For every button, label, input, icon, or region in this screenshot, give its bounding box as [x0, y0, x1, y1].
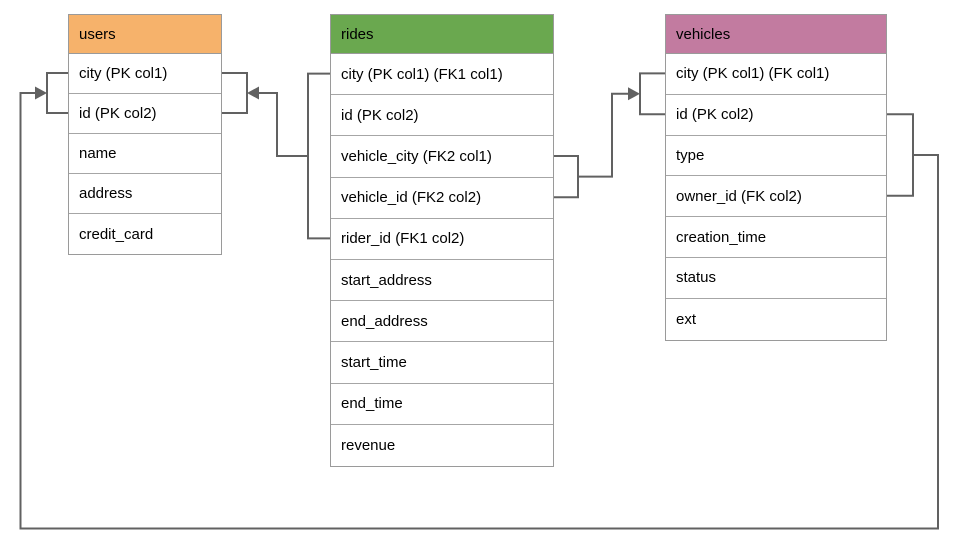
table-row: id (PK col2): [331, 95, 553, 137]
relationship-line-vehicles-users-bracket-vehicles: [887, 113, 914, 197]
table-vehicles-header: vehicles: [666, 15, 886, 54]
arrow-head-icon: [247, 86, 259, 100]
table-row: vehicle_city (FK2 col1): [331, 136, 553, 178]
relationship-line-vehicles-users: [19, 92, 939, 530]
table-row: vehicle_id (FK2 col2): [331, 178, 553, 219]
table-users-header: users: [69, 15, 221, 54]
relationship-line-rides-vehicles-bracket-vehicles: [639, 72, 665, 116]
arrow-head-icon: [628, 87, 640, 101]
relationship-line-rides-users-bracket-rides: [307, 72, 330, 240]
table-rides-header: rides: [331, 15, 553, 54]
relationship-line-rides-vehicles: [578, 92, 630, 178]
table-row: city (PK col1): [69, 54, 221, 94]
table-row: end_address: [331, 301, 553, 343]
table-row: status: [666, 258, 886, 299]
table-row: ext: [676, 310, 697, 328]
table-row: city (PK col1) (FK1 col1): [331, 54, 553, 96]
relationship-line-vehicles-users-bracket-users: [46, 72, 68, 114]
table-row: id (PK col2): [666, 95, 886, 136]
table-row: address: [69, 174, 221, 214]
table-rides: rides city (PK col1) (FK1 col1) id (PK c…: [330, 14, 554, 467]
table-users: users city (PK col1) id (PK col2) name a…: [68, 14, 222, 255]
table-row: end_time: [331, 384, 553, 425]
table-row: type: [666, 136, 886, 177]
table-row: city (PK col1) (FK col1): [666, 54, 886, 95]
table-row: owner_id (FK col2): [666, 176, 886, 218]
table-row: credit_card: [79, 225, 154, 243]
table-row: rider_id (FK1 col2): [331, 219, 553, 260]
arrow-head-icon: [35, 86, 47, 100]
table-row: start_address: [331, 260, 553, 302]
table-row: revenue: [341, 436, 396, 454]
table-row: name: [69, 134, 221, 174]
table-row: id (PK col2): [69, 94, 221, 134]
relationship-line-rides-vehicles-bracket-rides: [554, 155, 579, 199]
table-row: start_time: [331, 342, 553, 384]
relationship-line-rides-users-bracket-users: [222, 72, 248, 114]
relationship-line-rides-users: [250, 92, 308, 157]
table-row: creation_time: [666, 217, 886, 258]
table-vehicles: vehicles city (PK col1) (FK col1) id (PK…: [665, 14, 887, 341]
